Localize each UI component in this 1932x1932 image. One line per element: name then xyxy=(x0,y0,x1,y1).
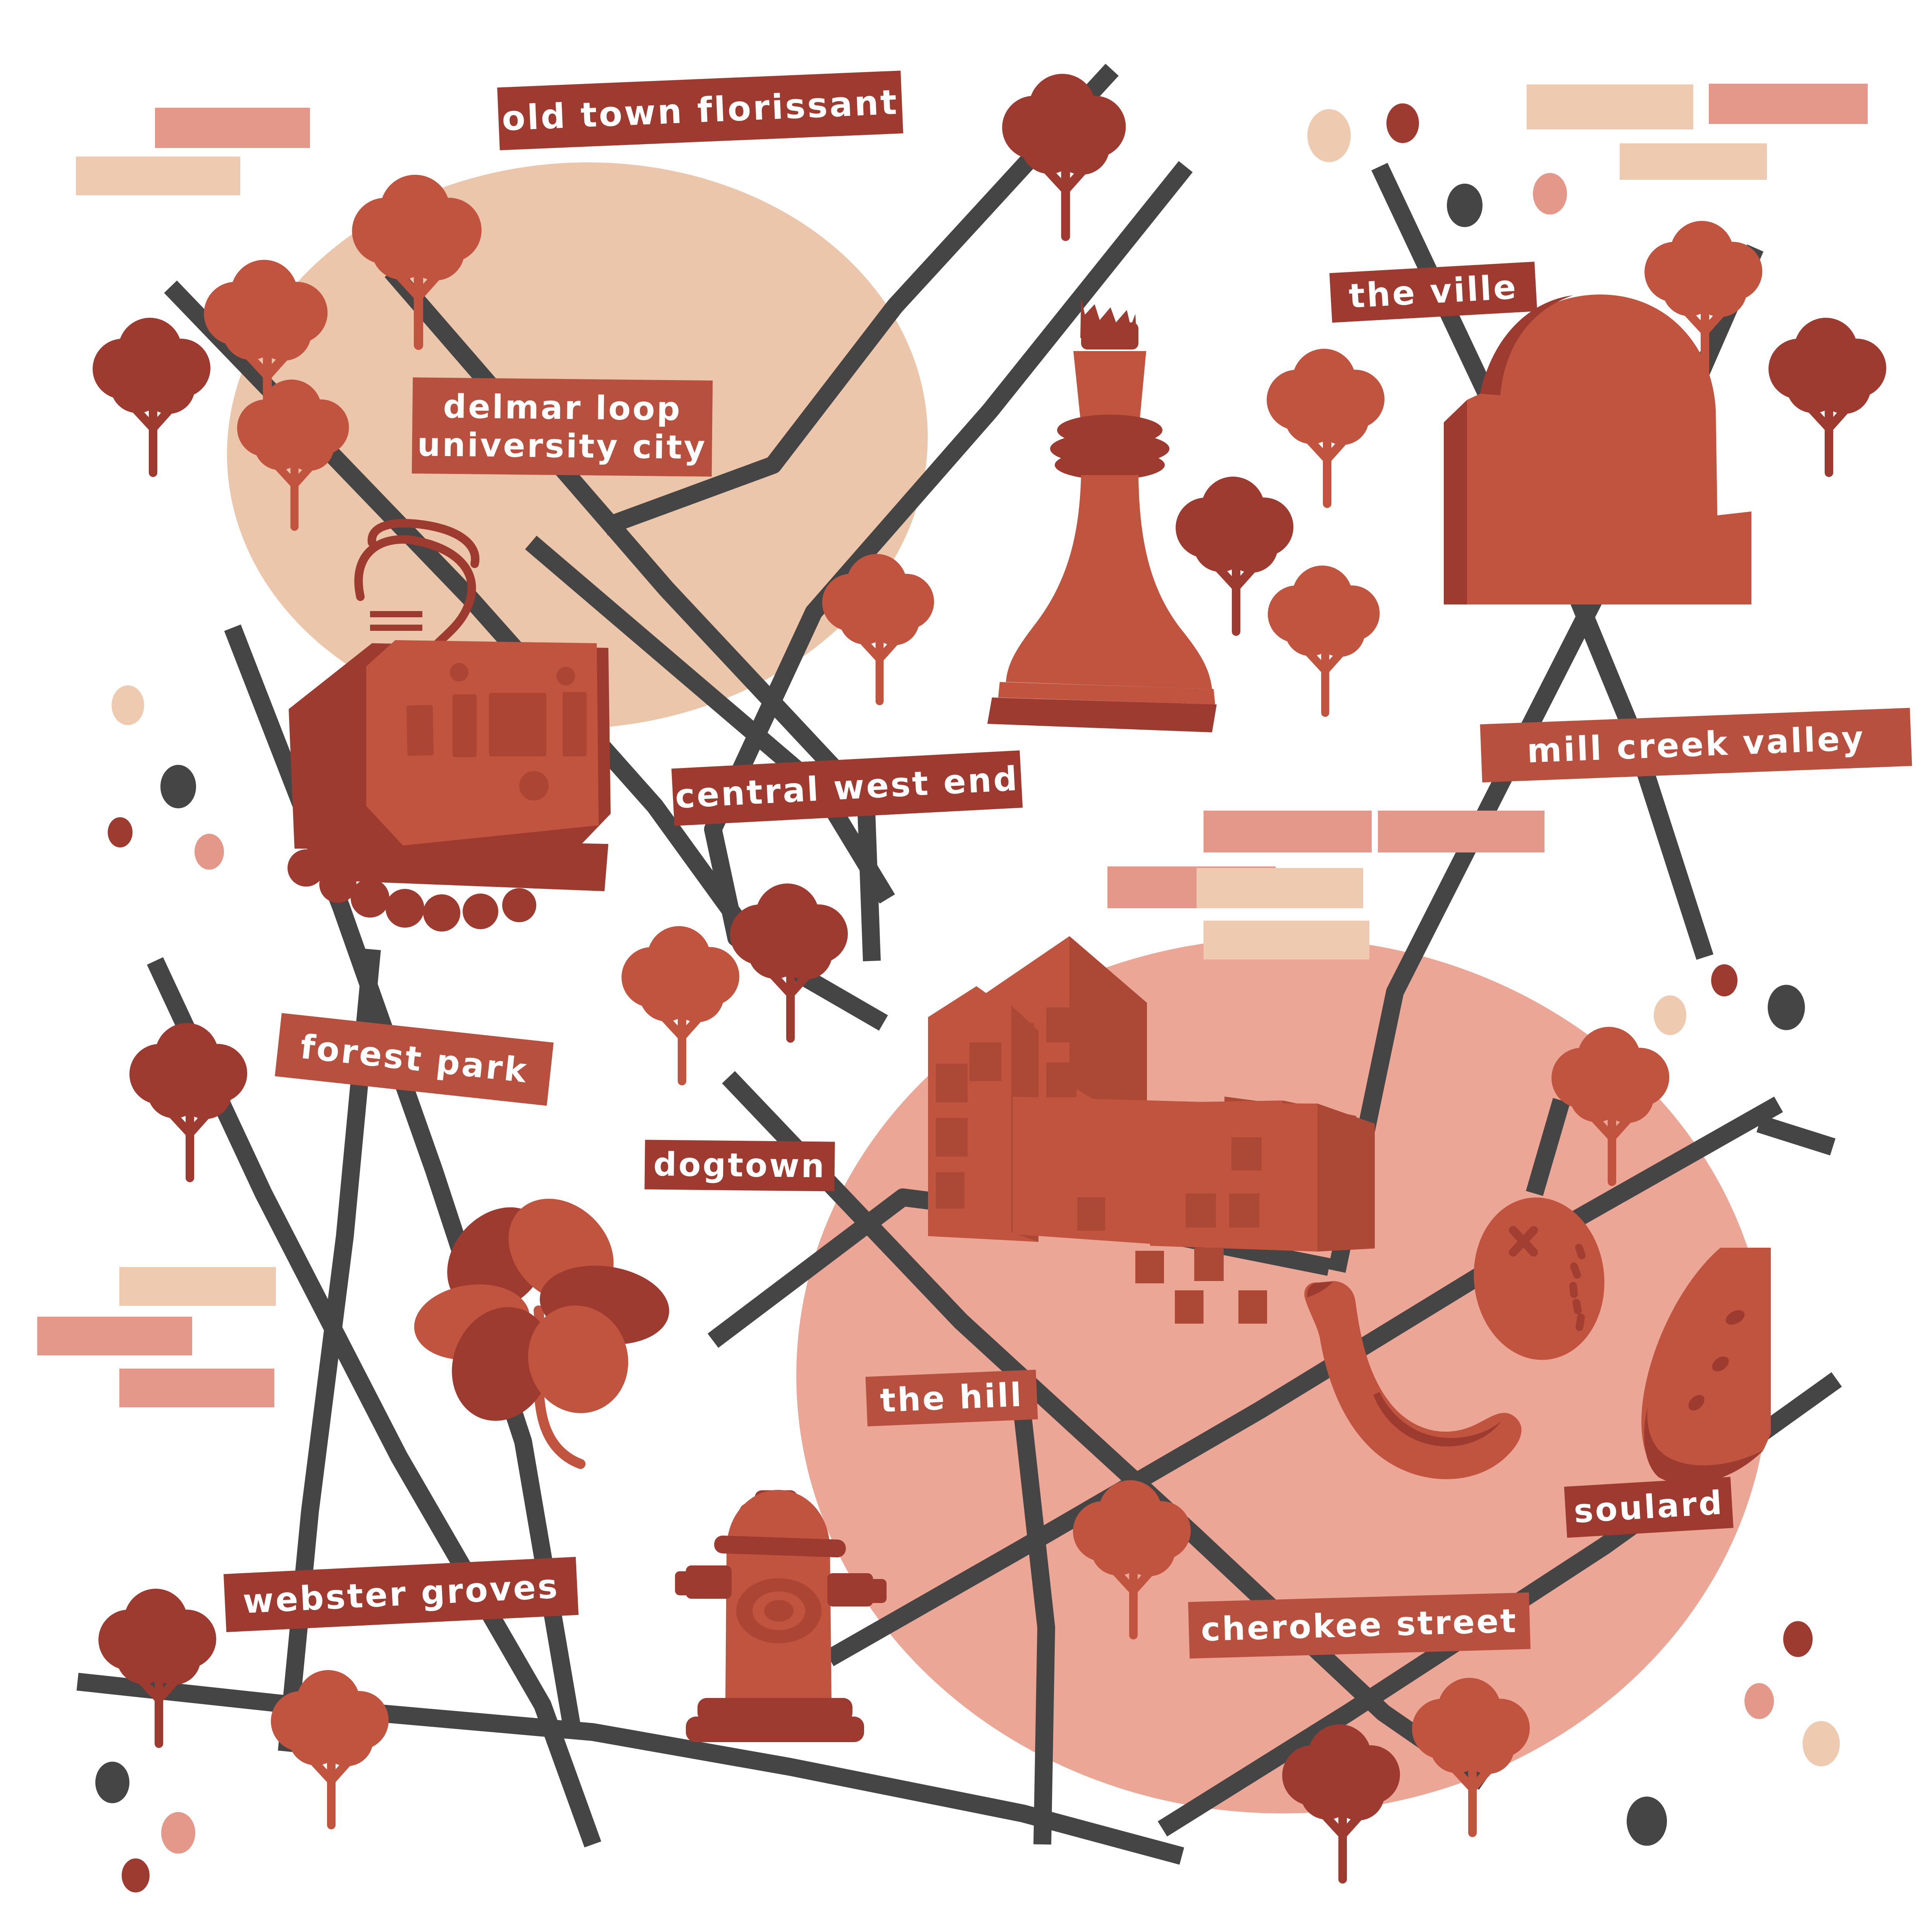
tree-icon xyxy=(1267,349,1384,504)
streetcar-trolley-illustration xyxy=(288,519,611,932)
decorative-dot xyxy=(1386,103,1419,143)
decorative-dot xyxy=(1627,1796,1667,1846)
neighborhood-sign-label-line: mill creek valley xyxy=(1526,719,1866,771)
road-segment xyxy=(147,957,601,1848)
orange-fruit-illustration xyxy=(1474,1197,1605,1360)
decorative-dot xyxy=(112,685,144,725)
decorative-brick xyxy=(1709,84,1868,124)
decorative-dot xyxy=(161,1812,195,1854)
neighborhood-sign-cherokee-street[interactable]: cherokee street xyxy=(1188,1592,1531,1659)
tree-canopy xyxy=(129,1023,247,1178)
decorative-dot xyxy=(95,1762,129,1803)
decorative-brick xyxy=(76,157,240,195)
decorative-dot xyxy=(1711,964,1737,997)
tree-icon xyxy=(730,883,848,1038)
chess-queen-illustration xyxy=(987,298,1217,732)
clover-illustration xyxy=(414,1198,669,1469)
fire-hydrant-illustration xyxy=(675,1490,887,1742)
tree-canopy xyxy=(1268,566,1380,713)
decorative-brick xyxy=(37,1317,192,1355)
decorative-dot xyxy=(1783,1621,1813,1657)
decorative-dots-layer xyxy=(95,103,1840,1892)
decorative-dot xyxy=(1307,109,1351,162)
decorative-dot xyxy=(1768,985,1805,1030)
tree-canopy xyxy=(98,1589,216,1744)
decorative-brick xyxy=(1197,868,1363,908)
decorative-dot xyxy=(1447,183,1483,227)
decorative-brick xyxy=(119,1369,274,1407)
tree-canopy xyxy=(622,926,739,1081)
brick-buildings-illustration xyxy=(928,936,1375,1324)
neighborhood-sign-label-line: the ville xyxy=(1348,268,1519,316)
neighborhood-sign-label-line: delmar loop xyxy=(443,387,682,428)
decorative-dot xyxy=(1744,1683,1774,1719)
neighborhood-sign-label-line: central west end xyxy=(674,759,1020,816)
neighborhood-sign-label-line: soulard xyxy=(1572,1484,1725,1531)
neighborhood-sign-label-line: cherokee street xyxy=(1200,1602,1518,1649)
neighborhood-sign-label-line: university city xyxy=(417,425,707,467)
neighborhood-sign-label-line: dogtown xyxy=(653,1145,827,1185)
neighborhood-sign-label-line: forest park xyxy=(298,1027,530,1091)
decorative-brick xyxy=(1378,811,1545,852)
decorative-brick xyxy=(155,108,310,148)
tree-icon xyxy=(129,1023,247,1178)
neighborhood-sign-dogtown[interactable]: dogtown xyxy=(644,1140,835,1192)
tree-canopy xyxy=(1002,74,1126,237)
road-segment xyxy=(825,1096,1783,1666)
tree-icon xyxy=(1768,318,1886,473)
neighborhood-sign-soulard[interactable]: soulard xyxy=(1564,1477,1734,1538)
tree-icon xyxy=(93,318,210,473)
tree-icon xyxy=(1002,74,1126,237)
neighborhood-sign-label-line: webster groves xyxy=(242,1567,560,1622)
tree-icon xyxy=(98,1589,216,1744)
tree-canopy xyxy=(1267,349,1384,504)
decorative-brick xyxy=(1620,143,1767,180)
decorative-brick xyxy=(119,1267,276,1306)
domed-building-illustration xyxy=(1444,294,1751,604)
road-segment xyxy=(1756,1115,1836,1155)
road-segment xyxy=(601,64,1119,536)
tree-icon xyxy=(622,926,739,1081)
decorative-dot xyxy=(1533,173,1567,215)
decorative-dot xyxy=(160,765,196,809)
decorative-brick xyxy=(1204,811,1372,852)
decorative-brick xyxy=(1204,921,1369,959)
decorative-dot xyxy=(122,1858,150,1892)
road-segment xyxy=(1526,1098,1570,1196)
neighborhood-sign-label-line: old town florissant xyxy=(501,82,900,139)
watermelon-slice-illustration xyxy=(1641,1248,1771,1484)
decorative-dot xyxy=(1654,995,1686,1035)
decorative-dot xyxy=(108,817,133,848)
road-segment xyxy=(1014,1417,1055,1845)
decorative-dot xyxy=(1803,1721,1840,1767)
tree-canopy xyxy=(1768,318,1886,473)
neighborhood-sign-the-hill[interactable]: the hill xyxy=(865,1369,1038,1427)
decorative-bricks-layer xyxy=(37,84,1868,1407)
neighborhood-sign-label-line: the hill xyxy=(879,1376,1024,1420)
decorative-brick xyxy=(1527,84,1693,129)
banana-illustration xyxy=(1304,1281,1522,1479)
tree-icon xyxy=(1268,566,1380,713)
decorative-dot xyxy=(195,833,224,870)
road-segment xyxy=(278,948,381,1753)
tree-canopy xyxy=(93,318,210,473)
tree-canopy xyxy=(730,883,848,1038)
